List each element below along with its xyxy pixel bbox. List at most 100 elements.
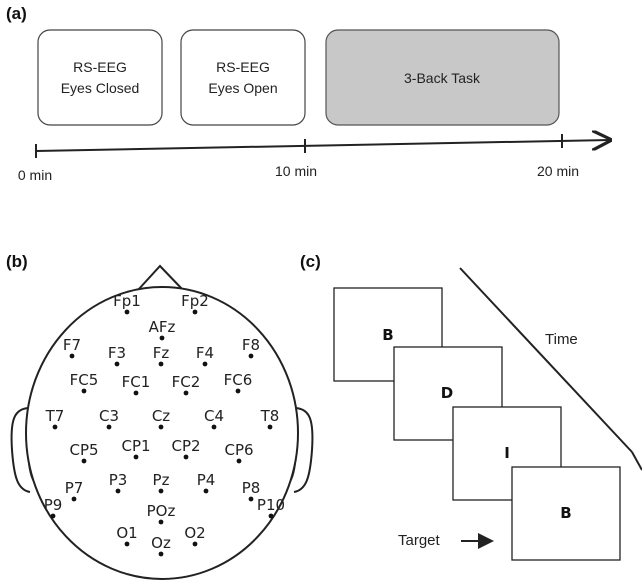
electrode-label: O1 xyxy=(116,524,137,542)
electrode-fc2: FC2 xyxy=(172,373,200,396)
electrode-cp6: CP6 xyxy=(224,441,254,464)
stimulus-letter-1: B xyxy=(382,326,393,344)
box-1-line1: RS-EEG xyxy=(73,59,127,75)
electrode-fp2: Fp2 xyxy=(181,292,209,315)
electrode-label: CP5 xyxy=(69,441,98,459)
electrode-dot xyxy=(192,541,198,547)
electrode-o1: O1 xyxy=(116,524,138,547)
electrode-label: T7 xyxy=(45,407,65,425)
electrode-poz: POz xyxy=(147,502,176,525)
electrode-dot xyxy=(133,454,139,460)
electrode-fc5: FC5 xyxy=(70,371,98,394)
panel-a-label: (a) xyxy=(6,4,27,23)
electrode-label: FC1 xyxy=(122,373,151,391)
electrode-dot xyxy=(158,551,164,557)
electrode-label: AFz xyxy=(149,318,176,336)
electrode-label: CP1 xyxy=(121,437,150,455)
electrode-p9: P9 xyxy=(44,496,62,519)
stimulus-letter-4: B xyxy=(560,504,571,522)
electrode-dot xyxy=(248,353,254,359)
electrode-fz: Fz xyxy=(153,344,170,367)
electrode-label: Pz xyxy=(153,471,170,489)
head-outline xyxy=(25,286,299,580)
electrode-label: F7 xyxy=(63,336,81,354)
electrode-p7: P7 xyxy=(65,479,84,502)
electrode-p4: P4 xyxy=(197,471,216,494)
electrode-label: P3 xyxy=(109,471,128,489)
electrode-dot xyxy=(114,361,120,367)
stimulus-sequence: B D I B xyxy=(333,287,621,561)
electrode-label: F8 xyxy=(242,336,260,354)
electrode-label: T8 xyxy=(260,407,280,425)
electrode-t7: T7 xyxy=(45,407,65,430)
electrode-label: Fz xyxy=(153,344,170,362)
tick-label-20: 20 min xyxy=(537,163,579,179)
electrode-fc6: FC6 xyxy=(224,371,253,394)
electrode-label: CP2 xyxy=(171,437,200,455)
tick-label-10: 10 min xyxy=(275,163,317,179)
electrode-f3: F3 xyxy=(108,344,126,367)
electrode-dot xyxy=(211,424,217,430)
electrode-cp2: CP2 xyxy=(171,437,201,460)
electrode-dot xyxy=(158,519,164,525)
electrode-label: Fp1 xyxy=(113,292,141,310)
stimulus-letter-2: D xyxy=(441,384,453,402)
electrode-dot xyxy=(158,488,164,494)
electrode-dot xyxy=(124,541,130,547)
electrode-dot xyxy=(124,309,130,315)
timeline-arrow xyxy=(35,140,610,152)
electrode-dot xyxy=(159,335,165,341)
electrode-p10: P10 xyxy=(257,496,285,519)
electrode-f4: F4 xyxy=(196,344,214,367)
electrode-label: F3 xyxy=(108,344,126,362)
electrode-c3: C3 xyxy=(99,407,119,430)
time-label: Time xyxy=(545,331,578,348)
electrode-label: FC6 xyxy=(224,371,253,389)
electrode-dot xyxy=(248,496,254,502)
electrode-label: P4 xyxy=(197,471,216,489)
electrode-f7: F7 xyxy=(63,336,81,359)
electrode-label: F4 xyxy=(196,344,214,362)
electrode-afz: AFz xyxy=(149,318,176,341)
target-label: Target xyxy=(398,532,441,549)
electrode-dot xyxy=(236,458,242,464)
electrode-dot xyxy=(268,513,274,519)
electrode-dot xyxy=(71,496,77,502)
electrode-dot xyxy=(81,388,87,394)
tick-label-0: 0 min xyxy=(18,167,52,183)
electrode-dot xyxy=(203,488,209,494)
stimulus-frame-4: B xyxy=(511,466,621,561)
electrode-dot xyxy=(133,390,139,396)
electrode-dot xyxy=(69,353,75,359)
electrode-cz: Cz xyxy=(152,407,170,430)
electrode-pz: Pz xyxy=(153,471,170,494)
time-arrow xyxy=(459,267,633,453)
electrode-p3: P3 xyxy=(109,471,128,494)
electrode-label: C4 xyxy=(204,407,224,425)
electrode-dot xyxy=(158,361,164,367)
electrode-label: O2 xyxy=(184,524,205,542)
electrode-dot xyxy=(115,488,121,494)
3-back-task-box: 3-Back Task xyxy=(325,29,560,126)
electrode-label: P7 xyxy=(65,479,84,497)
electrode-label: POz xyxy=(147,502,176,520)
panel-c-label: (c) xyxy=(300,252,321,271)
electrode-dot xyxy=(235,388,241,394)
electrode-cp1: CP1 xyxy=(121,437,151,460)
electrode-dot xyxy=(52,424,58,430)
box-2-line1: RS-EEG xyxy=(216,59,270,75)
head-diagram xyxy=(10,264,314,580)
stimulus-letter-3: I xyxy=(504,444,510,462)
electrode-t8: T8 xyxy=(260,407,280,430)
electrode-label: P8 xyxy=(242,479,261,497)
electrode-f8: F8 xyxy=(242,336,260,359)
electrode-dot xyxy=(106,424,112,430)
rs-eeg-eyes-closed-box: RS-EEG Eyes Closed xyxy=(37,29,163,126)
electrode-dot xyxy=(183,454,189,460)
electrode-dot xyxy=(192,309,198,315)
panel-b-label: (b) xyxy=(6,252,28,271)
time-arrow-tip xyxy=(631,451,642,471)
electrode-p8: P8 xyxy=(242,479,261,502)
